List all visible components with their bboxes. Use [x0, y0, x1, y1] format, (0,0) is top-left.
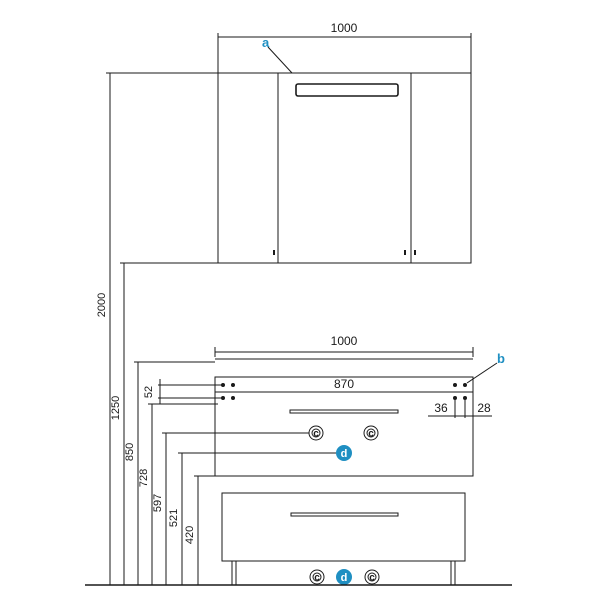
mirror-cabinet [217, 72, 472, 264]
dimension-cabinet-width: 1000 [217, 21, 472, 73]
cabinet-outline [217, 72, 472, 264]
callout-b: b [466, 351, 505, 384]
cabinet-handle-left [273, 250, 275, 255]
lower-drawer-handle [290, 512, 399, 517]
upper-outlet-left: c [308, 425, 324, 441]
svg-text:c: c [368, 429, 374, 440]
dimension-52: 52 [143, 379, 223, 404]
lower-outlet-right: c [364, 569, 380, 585]
dimension-2000: 2000 [96, 72, 218, 585]
height-850-label: 850 [124, 443, 136, 461]
mount-spacing-label: 870 [334, 377, 354, 391]
vanity-width-label: 1000 [331, 334, 358, 348]
lower-outlet-left: c [309, 569, 325, 585]
svg-text:d: d [341, 572, 348, 584]
mounting-points [221, 383, 467, 400]
svg-text:d: d [341, 448, 348, 460]
svg-text:c: c [313, 429, 319, 440]
lower-drawer-outline [221, 492, 466, 562]
cabinet-width-label: 1000 [331, 21, 358, 35]
height-420-label: 420 [184, 526, 196, 544]
dimension-850: 850 [124, 361, 215, 585]
height-728-label: 728 [138, 469, 150, 487]
vanity-top: 1000 [214, 334, 474, 360]
height-521-label: 521 [168, 509, 180, 527]
callout-d-upper: d [336, 445, 352, 461]
callout-b-label: b [497, 351, 505, 366]
height-2000-label: 2000 [96, 293, 108, 317]
height-1250-label: 1250 [110, 396, 122, 420]
cabinet-light [295, 83, 399, 97]
dimension-597: 597 [152, 432, 309, 585]
svg-text:c: c [369, 573, 375, 584]
offset-left-label: 36 [434, 401, 448, 415]
dimension-521: 521 [168, 452, 336, 585]
dimension-728: 728 [138, 403, 218, 585]
callout-a: a [262, 35, 293, 74]
height-52-label: 52 [143, 386, 155, 398]
upper-drawer-outline [214, 376, 474, 477]
height-597-label: 597 [152, 494, 164, 512]
offset-right-label: 28 [477, 401, 491, 415]
cabinet-handle-mid [404, 250, 406, 255]
callout-d-lower: d [336, 569, 352, 585]
svg-text:c: c [314, 573, 320, 584]
callout-a-label: a [262, 35, 270, 50]
dimension-1250: 1250 [110, 262, 218, 585]
dimension-mount-spacing: 870 [228, 377, 460, 393]
upper-outlet-right: c [363, 425, 379, 441]
cabinet-handle-right [414, 250, 416, 255]
upper-drawer-handle [289, 409, 399, 414]
dimension-offsets: 36 28 [428, 400, 492, 418]
dimension-420: 420 [184, 475, 215, 585]
